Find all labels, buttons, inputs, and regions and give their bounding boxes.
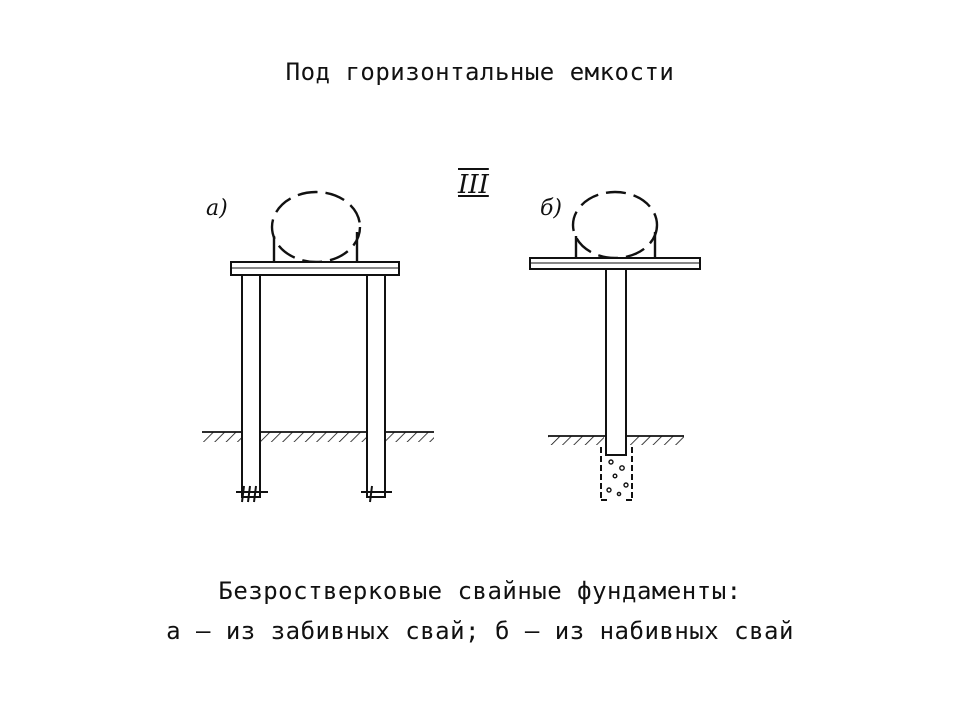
caption-line-1: Безростверковые свайные фундаменты: <box>218 577 742 605</box>
ground-b-left <box>548 436 604 445</box>
pile-b <box>605 268 627 456</box>
pile-a-right <box>366 274 386 498</box>
tank-a <box>270 190 362 264</box>
panel-b-drawing <box>529 190 701 501</box>
tank-b <box>571 190 659 260</box>
caption-line-2: а – из забивных свай; б – из набивных св… <box>166 617 794 645</box>
pile-a-left <box>241 274 261 498</box>
page-title: Под горизонтальные емкости <box>285 58 675 86</box>
ground-b-right <box>628 436 684 445</box>
panel-b-label: б) <box>540 196 563 221</box>
pile-a-left-break <box>236 485 268 503</box>
ground-a <box>202 432 434 442</box>
concrete-aggregate <box>606 459 629 497</box>
pile-a-right-break <box>361 485 392 503</box>
panel-a-drawing <box>202 190 434 503</box>
section-mark: III <box>458 170 489 200</box>
panel-a-label: а) <box>206 196 228 221</box>
